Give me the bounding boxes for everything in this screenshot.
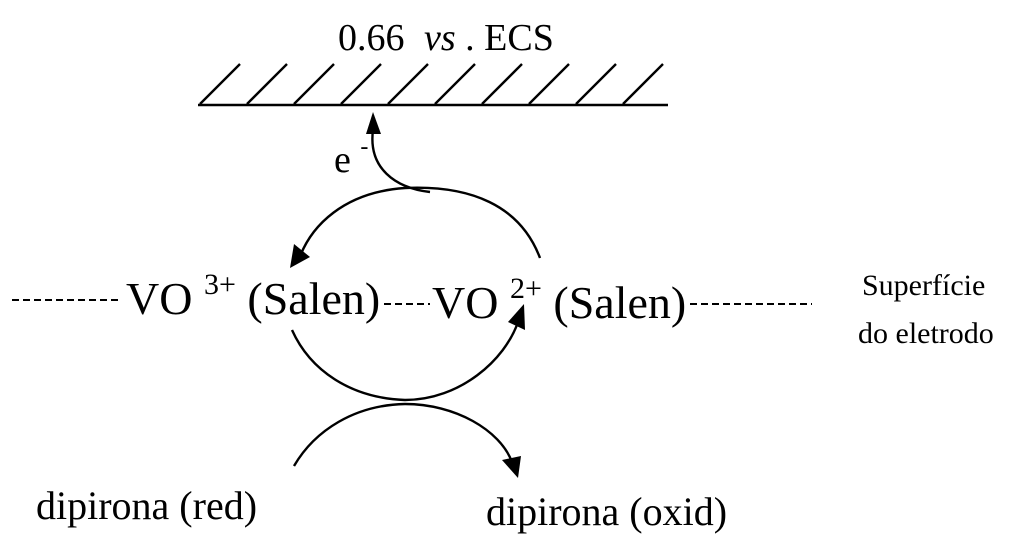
potential-reference: . ECS xyxy=(465,17,554,59)
electrode-potential-label: 0.66 vs . ECS xyxy=(338,17,554,59)
electron-charge: - xyxy=(360,134,368,160)
electrode-hatch-mark xyxy=(293,63,335,105)
electrode-hatch-mark xyxy=(575,63,617,105)
potential-vs: vs xyxy=(424,17,456,59)
vo2-salen-complex: VO 2+ (Salen) xyxy=(432,257,686,328)
vo2-ligand: (Salen) xyxy=(553,277,686,328)
electron-symbol: e xyxy=(334,139,351,181)
substrate-arc xyxy=(292,402,521,478)
vo3-salen-complex: VO 3+ (Salen) xyxy=(126,253,380,324)
surface-label-line1: Superfície xyxy=(862,269,985,302)
substrate-arrowhead xyxy=(502,456,521,478)
electron-label: e - xyxy=(334,134,368,181)
electrode-hatch-mark xyxy=(340,63,382,105)
dipirona-oxidized-label: dipirona (oxid) xyxy=(486,489,727,534)
electrode-hatch-mark xyxy=(622,63,664,105)
vo3-charge: 3+ xyxy=(204,268,236,301)
vo2-charge: 2+ xyxy=(510,272,542,305)
electron-transfer-arrow xyxy=(366,112,431,194)
potential-value: 0.66 xyxy=(338,17,405,59)
surface-label-line2: do eletrodo xyxy=(858,317,994,350)
vo3-ligand: (Salen) xyxy=(247,273,380,324)
electrode-hatch-mark xyxy=(434,63,476,105)
reduction-arc xyxy=(290,304,525,402)
electrode-hatch-mark xyxy=(528,63,570,105)
electron-arrowhead xyxy=(366,112,381,134)
oxidation-arrowhead xyxy=(290,244,310,268)
dipirona-reduced-label: dipirona (red) xyxy=(36,483,257,528)
electrode-surface xyxy=(198,63,668,107)
electrode-hatch-mark xyxy=(387,63,429,105)
electrode-hatch-mark xyxy=(199,63,241,105)
oxidation-arc xyxy=(290,186,542,268)
electrode-hatch-mark xyxy=(481,63,523,105)
electrode-hatch-mark xyxy=(246,63,288,105)
vo3-base: VO xyxy=(126,273,192,324)
electrode-hatching xyxy=(199,63,664,105)
vo2-base: VO xyxy=(432,277,498,328)
reduction-arrowhead xyxy=(508,304,525,330)
